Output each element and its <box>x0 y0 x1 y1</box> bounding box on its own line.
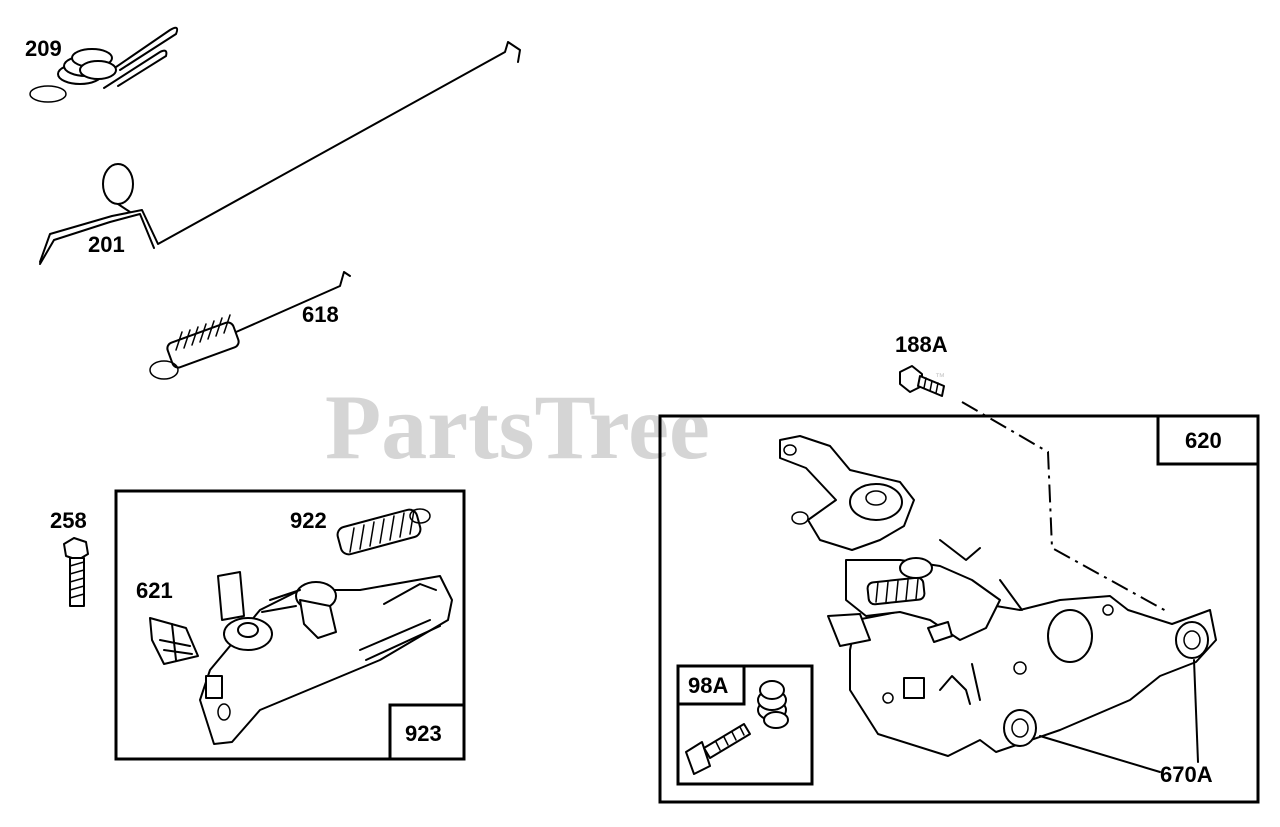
label-98A: 98A <box>688 673 728 698</box>
leader-620-bushing <box>1193 659 1199 763</box>
leader-670A <box>1039 735 1161 773</box>
label-258: 258 <box>50 508 87 533</box>
part-188A-bolt[interactable] <box>899 365 945 397</box>
part-923-governor-bracket[interactable] <box>199 571 453 745</box>
part-258-bolt[interactable] <box>63 537 89 607</box>
kit-label-box-98A <box>676 664 746 706</box>
leader-188A <box>961 401 1169 613</box>
label-923: 923 <box>405 721 442 746</box>
label-670A: 670A <box>1160 762 1213 787</box>
kit-box-923 <box>114 489 466 761</box>
part-209-spring-clip[interactable] <box>29 26 179 103</box>
label-201: 201 <box>88 232 125 257</box>
part-98A-spring[interactable] <box>757 680 789 729</box>
part-620-control-bracket[interactable] <box>779 435 1217 757</box>
label-620: 620 <box>1185 428 1222 453</box>
part-201-link-rod[interactable] <box>39 41 521 265</box>
label-209: 209 <box>25 36 62 61</box>
kit-label-box-620 <box>1156 414 1260 466</box>
label-621: 621 <box>136 578 173 603</box>
watermark: PartsTree <box>325 376 710 478</box>
label-618: 618 <box>302 302 339 327</box>
watermark-trademark: ™ <box>935 372 945 383</box>
part-621-clip[interactable] <box>149 617 199 665</box>
part-98A-screw[interactable] <box>685 723 751 775</box>
part-618-extension-spring[interactable] <box>149 271 351 380</box>
kit-label-box-923 <box>388 703 466 761</box>
kit-box-620 <box>658 414 1260 804</box>
label-922: 922 <box>290 508 327 533</box>
label-188A: 188A <box>895 332 948 357</box>
part-922-spring[interactable] <box>336 508 431 556</box>
